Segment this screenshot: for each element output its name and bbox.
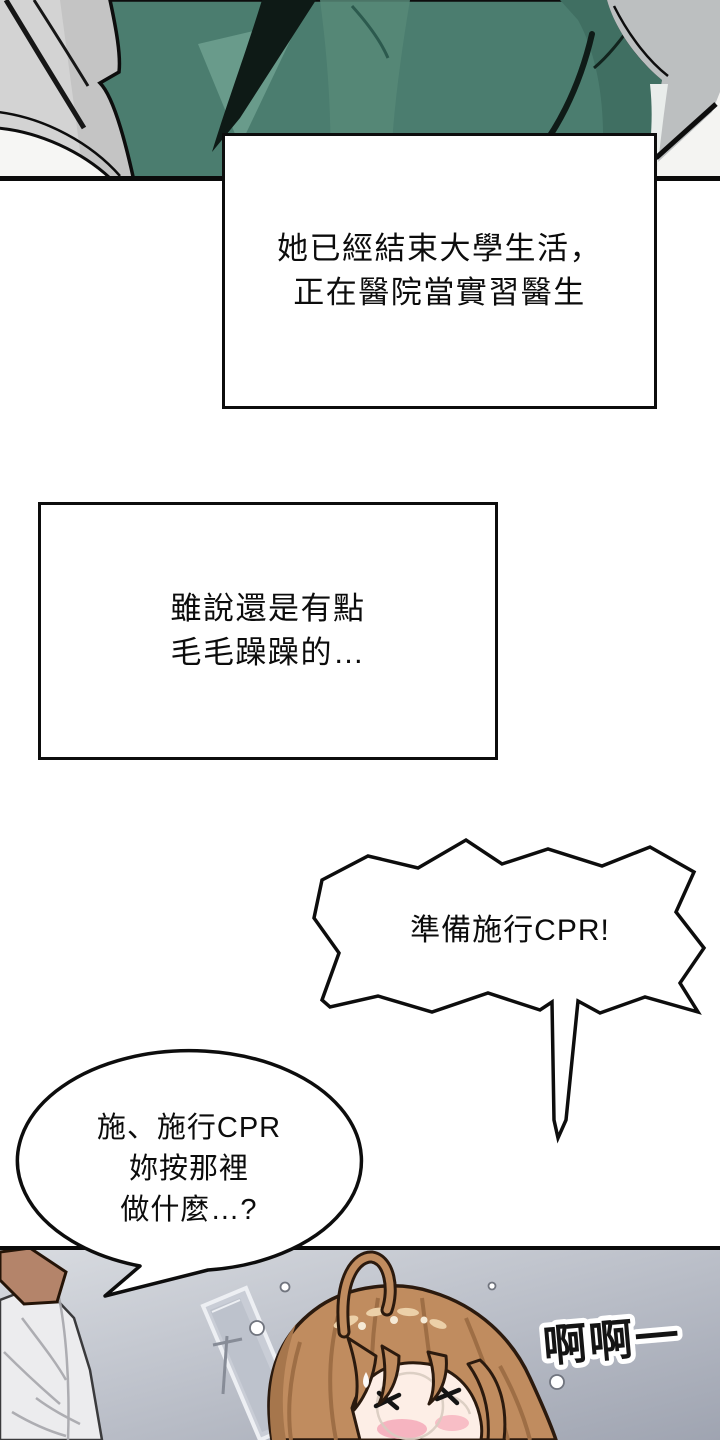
panel-bottom: 啊啊一: [0, 1246, 720, 1440]
shout-bubble: [312, 837, 707, 1144]
hair-shine-dots: [358, 1316, 428, 1330]
sweat-bubble: [487, 1281, 497, 1291]
narration-1-line-2: 正在醫院當實習醫生: [293, 275, 586, 310]
reply-line-3: 做什麼…?: [120, 1194, 258, 1226]
scrubs-fold-line: [350, 4, 390, 59]
sweat-bubble: [279, 1281, 291, 1293]
sweat-bubble: [541, 1325, 553, 1337]
reply-line-2: 妳按那裡: [128, 1153, 249, 1185]
reply-bubble-shape: [15, 1048, 364, 1298]
bangs: [346, 1336, 507, 1440]
hair-shadow: [269, 1324, 296, 1440]
sheet-arc-line: [0, 111, 121, 177]
shout-bubble-shape: [312, 837, 707, 1144]
narration-box-2: 雖說還是有點 毛毛躁躁的…: [38, 502, 498, 760]
crease-line: [32, 0, 90, 87]
narration-2-line-2: 毛毛躁躁的…: [170, 635, 366, 670]
narration-box-1: 她已經結束大學生活， 正在醫院當實習醫生: [222, 133, 657, 409]
sweat-bubble: [549, 1374, 565, 1390]
panel-bottom-border: [0, 1246, 720, 1250]
sleeve-diagonal-line: [654, 102, 718, 160]
shirt-folds: [3, 1291, 81, 1440]
floating-bubbles: [249, 1281, 565, 1390]
sleeve-edge-line: [612, 5, 669, 77]
blush: [435, 1415, 469, 1431]
shout-bubble-text: 準備施行CPR!: [410, 914, 610, 947]
sweat-drop: [363, 1372, 369, 1388]
sweat-bubble: [249, 1320, 265, 1336]
reply-line-1: 施、施行CPR: [96, 1112, 282, 1144]
sleeve-white-highlight: [656, 92, 720, 181]
scrubs-dark-crease: [212, 0, 316, 152]
ahoge: [339, 1253, 394, 1336]
reply-bubble: [15, 1048, 364, 1298]
narration-2-line-1: 雖說還是有點: [170, 591, 366, 626]
iv-stand: [212, 1335, 243, 1395]
reply-bubble-text: 施、施行CPR 妳按那裡 做什麼…?: [28, 1108, 350, 1231]
crease-line: [3, 0, 87, 130]
bystander-figure: [0, 1246, 104, 1440]
intern-girl: [267, 1250, 558, 1440]
blush: [377, 1419, 427, 1439]
narration-1-line-1: 她已經結束大學生活，: [277, 231, 602, 266]
